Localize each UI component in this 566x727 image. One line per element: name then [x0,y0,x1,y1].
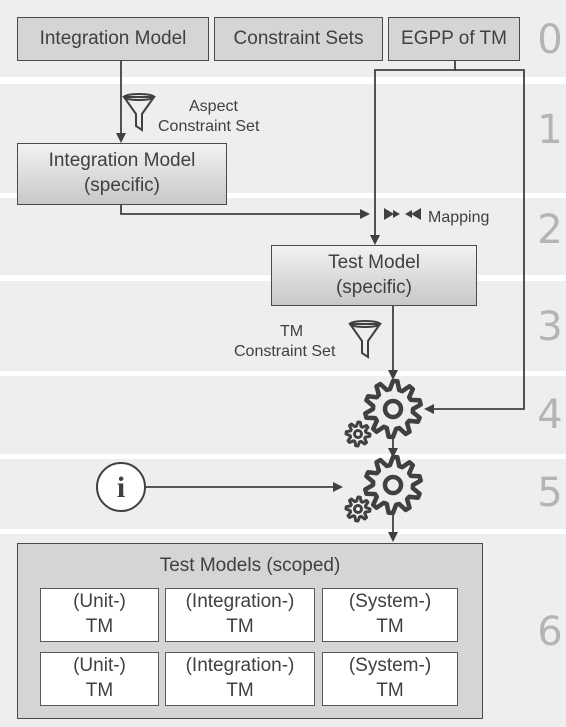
gear-layer [344,378,423,523]
info-symbol: i [117,471,125,504]
mapping-arrows-icon [384,208,421,220]
gear-icon [344,420,372,448]
step-band-5 [0,459,566,529]
gear-icon [344,495,372,523]
gear-icon [363,378,423,440]
connector-egpp-to-test-model [370,61,456,245]
step-number-4: 4 [537,392,563,438]
connector-egpp-to-gear4 [424,69,525,414]
constraint-sets-source-box: Constraint Sets [214,17,383,61]
test-model-specific-box: Test Model (specific) [271,245,477,306]
tm-constraint-set-label: Constraint Set [234,343,336,360]
integration-model-source-box: Integration Model [17,17,209,61]
connector-im-to-mapping [120,205,370,219]
step-number-5: 5 [537,470,563,516]
integration-model-specific-box: Integration Model (specific) [17,143,227,205]
step-number-2: 2 [537,207,563,253]
egpp-of-tm-source-box: EGPP of TM [388,17,520,61]
integration-tm-box-row2: (Integration-) TM [165,652,315,706]
step-number-6: 6 [537,609,563,655]
step-number-1: 1 [537,107,563,153]
funnel-icon [122,93,156,132]
scoped-test-models-title: Test Models (scoped) [159,555,341,576]
unit-tm-box-row1: (Unit-) TM [40,588,159,642]
funnel-icon [348,320,382,359]
step-band-4 [0,376,566,454]
tm-label: TM [280,323,304,340]
step-number-3: 3 [537,304,563,350]
step-number-0: 0 [537,17,563,63]
gear-icon [363,454,423,516]
unit-tm-box-row2: (Unit-) TM [40,652,159,706]
aspect-constraint-set-label: Constraint Set [158,118,260,135]
system-tm-box-row1: (System-) TM [322,588,458,642]
mapping-label: Mapping [428,209,490,226]
system-tm-box-row2: (System-) TM [322,652,458,706]
info-icon [96,462,146,512]
integration-tm-box-row1: (Integration-) TM [165,588,315,642]
aspect-label: Aspect [189,98,238,115]
